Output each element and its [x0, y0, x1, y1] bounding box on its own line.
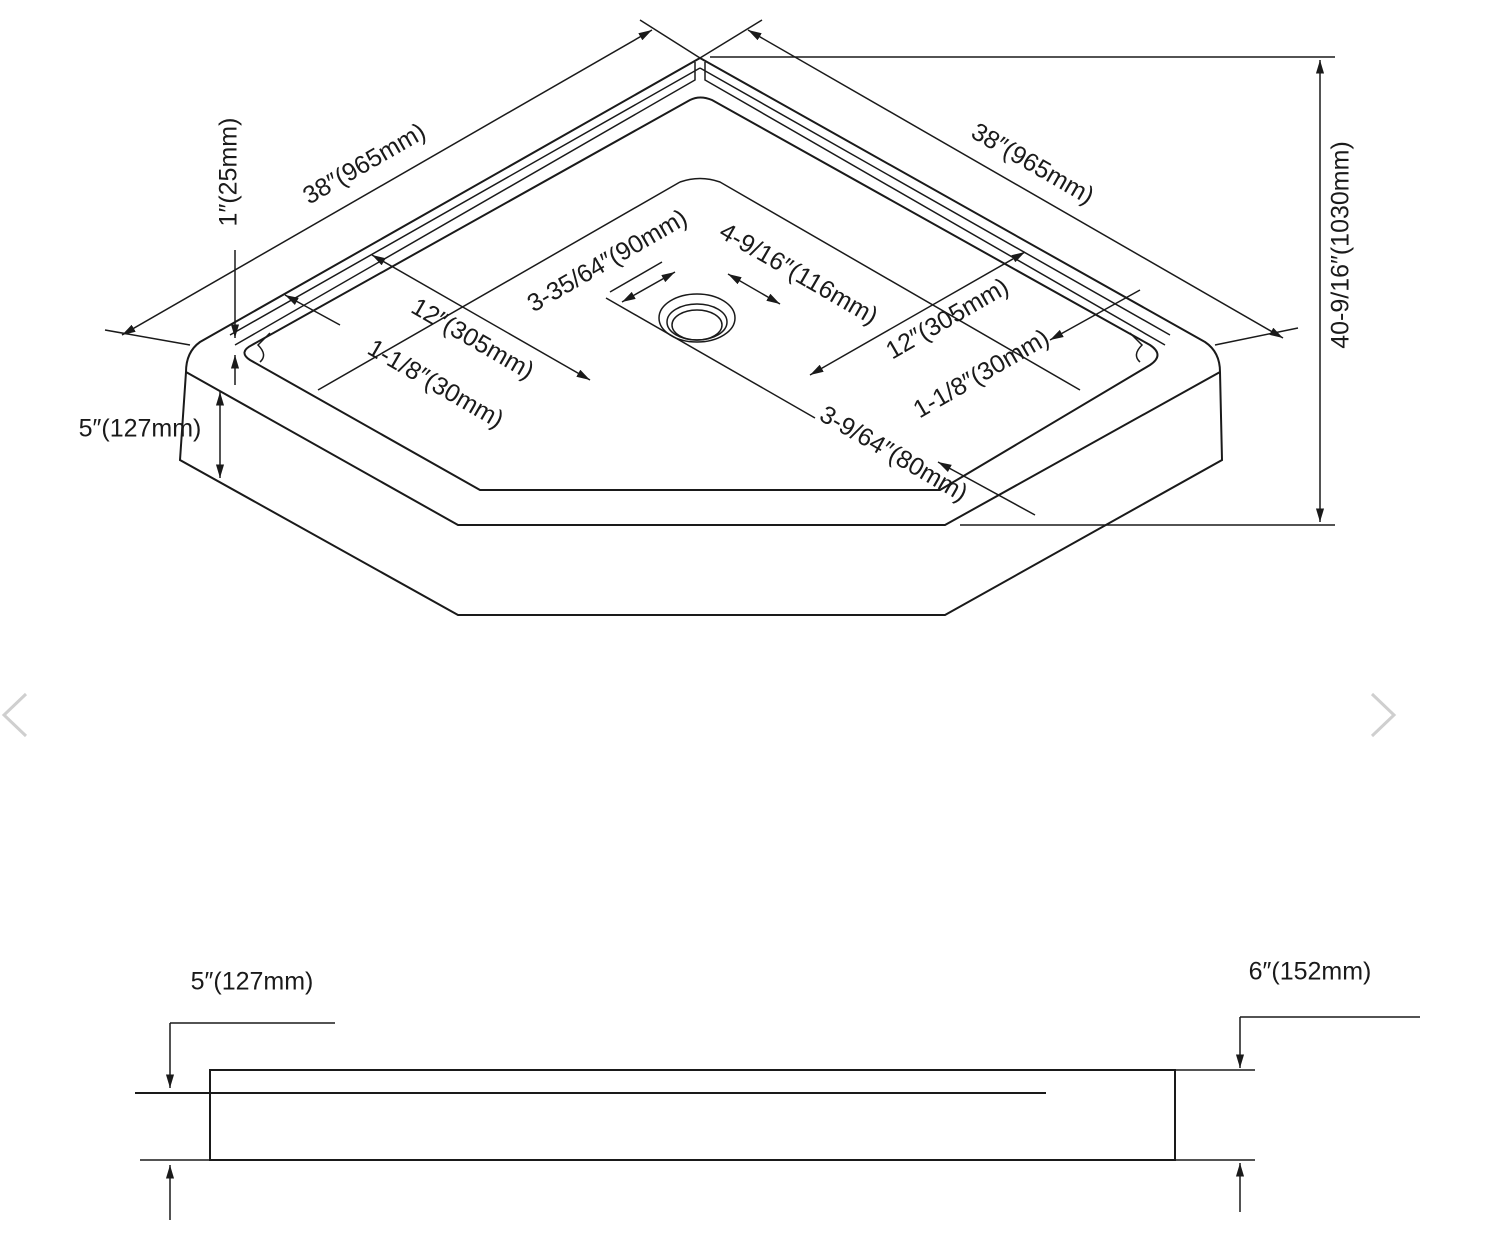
chevron-right-icon: [1370, 692, 1397, 738]
label-side-right-height: 6″(152mm): [1249, 958, 1372, 986]
label-front-80: 3-9/64″(80mm): [815, 400, 973, 507]
label-front-height: 5″(127mm): [79, 415, 202, 443]
label-drain-90: 3-35/64″(90mm): [522, 204, 692, 318]
carousel-next-button[interactable]: [1368, 690, 1408, 740]
tray-outline: [178, 56, 1224, 616]
chevron-left-icon: [1, 692, 28, 738]
drain: [658, 293, 736, 343]
label-side-left-height: 5″(127mm): [191, 968, 314, 996]
carousel-prev-button[interactable]: [0, 690, 40, 740]
label-depth: 40-9/16″(1030mm): [1327, 141, 1355, 349]
dimension-lines: [104, 19, 1335, 526]
side-view: 5″(127mm) 6″(152mm): [135, 958, 1420, 1220]
label-rim-height: 1″(25mm): [215, 118, 243, 227]
label-drain-116: 4-9/16″(116mm): [715, 217, 883, 330]
label-width-right: 38″(965mm): [967, 118, 1099, 211]
